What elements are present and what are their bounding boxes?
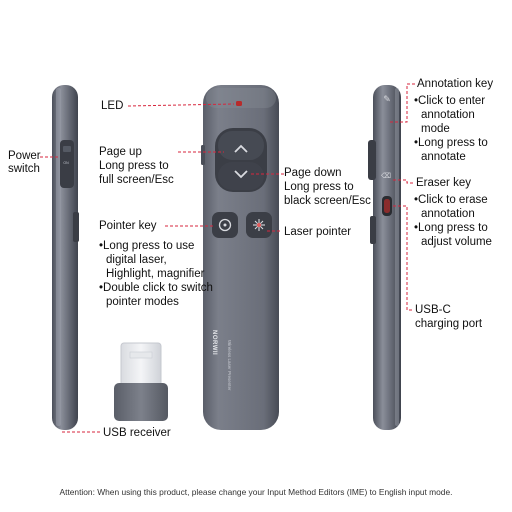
eraser-key-desc: •Click to erase annotation •Long press t…	[414, 193, 492, 249]
power-switch[interactable]	[60, 140, 74, 188]
brand-model: Wireless Laser Presenter	[227, 340, 232, 391]
chevron-down-icon	[234, 170, 248, 179]
pointer-desc-5: pointer modes	[106, 296, 179, 308]
page-down-desc-2: black screen/Esc	[284, 195, 371, 207]
page-up-callout: Page up Long press to full screen/Esc	[99, 145, 174, 187]
page-up-title: Page up	[99, 146, 142, 158]
page-down-callout: Page down Long press to black screen/Esc	[284, 166, 371, 208]
power-switch-label: Power switch	[8, 150, 44, 176]
usb-receiver-label: USB receiver	[103, 427, 171, 439]
left-side-view: ON	[52, 85, 79, 430]
usb-c-callout: USB-C charging port	[415, 303, 482, 331]
usb-receiver	[114, 342, 168, 421]
led-indicator	[236, 101, 242, 106]
page-up-desc-1: Long press to	[99, 160, 169, 172]
svg-text:ON: ON	[63, 161, 69, 165]
annotation-key-desc: •Click to enter annotation mode •Long pr…	[414, 94, 488, 164]
annotation-desc-5: annotate	[421, 151, 466, 163]
laser-pointer-label: Laser pointer	[284, 226, 352, 238]
target-icon	[218, 218, 232, 232]
brand-model-label: Wireless Laser Presenter	[227, 340, 232, 391]
eraser-desc-4: adjust volume	[421, 236, 492, 248]
pointer-desc-3: Highlight, magnifier	[106, 268, 205, 280]
pointer-desc-1: •Long press to use	[99, 240, 195, 252]
leader-lines	[40, 83, 415, 433]
brand-label: NORWII	[211, 330, 217, 355]
page-up-desc-2: full screen/Esc	[99, 174, 174, 186]
pointer-key-desc: •Long press to use digital laser, Highli…	[99, 239, 213, 309]
brand-name: NORWII	[211, 330, 217, 356]
pointer-desc-2: digital laser,	[106, 254, 167, 266]
annotation-key-label: Annotation key	[417, 78, 494, 90]
chevron-up-icon	[234, 144, 248, 153]
pointer-desc-4: •Double click to switch	[99, 282, 213, 294]
annotation-desc-3: mode	[421, 123, 450, 135]
eraser-desc-2: annotation	[421, 208, 475, 220]
power-switch-text: Power switch	[8, 150, 41, 175]
page-down-title: Page down	[284, 167, 342, 179]
eraser-icon: ⌫	[381, 172, 391, 180]
eraser-desc-1: •Click to erase	[414, 194, 488, 206]
page-down-desc-1: Long press to	[284, 181, 354, 193]
usb-c-title: USB-C	[415, 304, 451, 316]
annotation-desc-1: •Click to enter	[414, 95, 486, 107]
annotation-desc-4: •Long press to	[414, 137, 488, 149]
right-side-view: ✎ ⌫	[368, 85, 401, 430]
pointer-key-label: Pointer key	[99, 220, 157, 232]
usb-c-desc: charging port	[415, 318, 483, 330]
attention-note: Attention: When using this product, plea…	[59, 487, 453, 497]
eraser-desc-3: •Long press to	[414, 222, 488, 234]
led-label: LED	[101, 100, 124, 112]
front-view	[201, 85, 279, 430]
eraser-key-label: Eraser key	[416, 177, 471, 189]
annotation-desc-2: annotation	[421, 109, 475, 121]
pen-icon: ✎	[383, 94, 391, 104]
